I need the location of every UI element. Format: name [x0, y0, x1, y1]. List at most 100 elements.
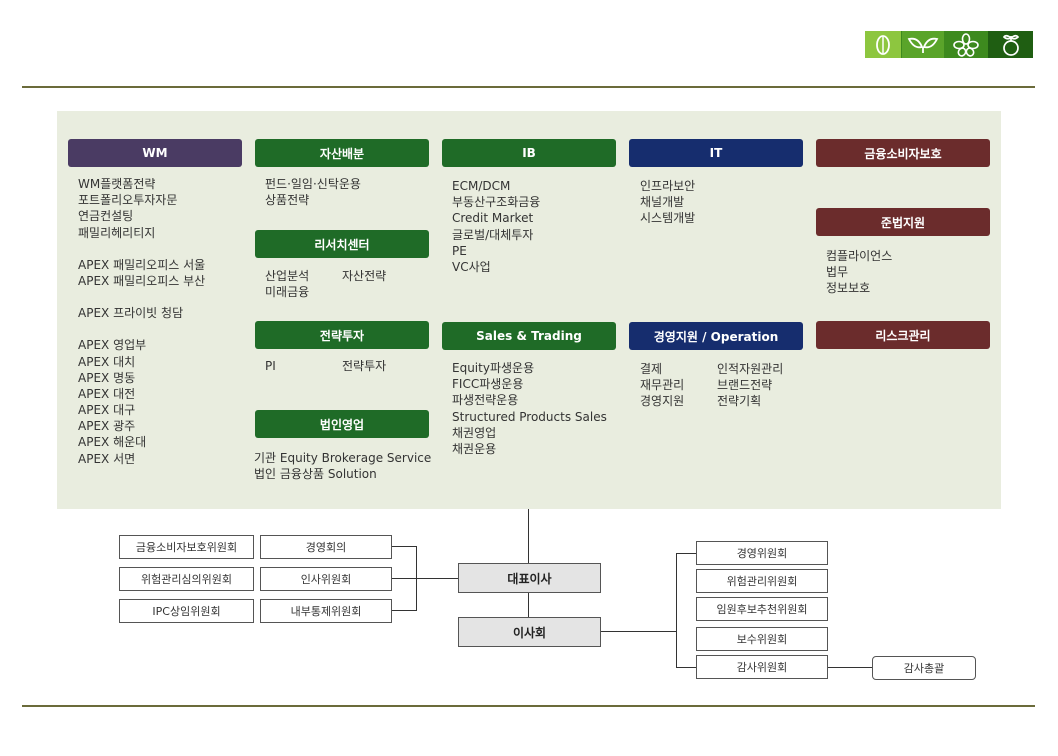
- list-item: APEX 서면: [78, 451, 136, 466]
- list-item: 경영지원: [640, 394, 685, 409]
- list-item: WM플랫폼전략: [78, 177, 156, 191]
- list-item: 채권운용: [452, 441, 497, 456]
- list-item: PE: [452, 243, 467, 258]
- list-item: 인프라보안: [640, 179, 696, 193]
- list-item: 패밀리헤리티지: [78, 225, 156, 240]
- audit-head-box: 감사총괄: [872, 656, 976, 680]
- list-item: 시스템개발: [640, 211, 696, 226]
- list-item: PI: [265, 359, 276, 373]
- list-item: 전략기획: [717, 394, 762, 409]
- list-item: 재무관리: [640, 378, 685, 393]
- wm-header: WM: [68, 139, 242, 167]
- sales-trading-header: Sales & Trading: [442, 322, 616, 350]
- connector-line: [392, 546, 417, 547]
- fruit-icon: [988, 31, 1033, 58]
- list-item: 채권영업: [452, 425, 497, 440]
- brand-logo: [865, 31, 1033, 58]
- committee-box: 인사위원회: [260, 567, 392, 591]
- list-item: 자산전략: [342, 269, 387, 283]
- list-item: 채널개발: [640, 195, 685, 210]
- research-items: 산업분석 자산전략 미래금융: [265, 268, 386, 300]
- ib-items: ECM/DCM 부동산구조화금융 Credit Market 글로벌/대체투자 …: [452, 178, 540, 275]
- list-item: FICC파생운용: [452, 377, 524, 392]
- list-item: Credit Market: [452, 211, 534, 226]
- seed-icon: [865, 31, 901, 58]
- list-item: 부동산구조화금융: [452, 195, 541, 210]
- connector-line: [676, 553, 677, 667]
- list-item: 파생전략운용: [452, 393, 519, 408]
- wm-items: WM플랫폼전략 포트폴리오투자자문 연금컨설팅 패밀리헤리티지 APEX 패밀리…: [78, 176, 205, 467]
- operation-items: 결제 인적자원관리 재무관리 브랜드전략 경영지원 전략기획: [640, 361, 783, 410]
- list-item: APEX 해운대: [78, 435, 147, 450]
- asset-allocation-items: 펀드·일임·신탁운용 상품전략: [265, 176, 361, 208]
- committee-box: IPC상임위원회: [119, 599, 254, 623]
- connector-line: [392, 610, 417, 611]
- list-item: APEX 패밀리오피스 부산: [78, 273, 206, 288]
- top-rule: [22, 86, 1035, 88]
- flower-icon: [945, 31, 987, 58]
- committee-box: 내부통제위원회: [260, 599, 392, 623]
- connector-line: [601, 631, 677, 632]
- list-item: 정보보호: [826, 281, 871, 296]
- corporate-sales-header: 법인영업: [255, 410, 429, 438]
- committee-box: 위험관리심의위원회: [119, 567, 254, 591]
- list-item: 법무: [826, 265, 849, 280]
- list-item: 미래금융: [265, 285, 310, 300]
- list-item: APEX 프라이빗 청담: [78, 306, 184, 321]
- list-item: Equity파생운용: [452, 361, 535, 375]
- corporate-sales-items: 기관 Equity Brokerage Service 법인 금융상품 Solu…: [254, 450, 431, 482]
- sales-trading-items: Equity파생운용 FICC파생운용 파생전략운용 Structured Pr…: [452, 360, 607, 457]
- list-item: 인적자원관리: [717, 362, 784, 376]
- bottom-rule: [22, 705, 1035, 707]
- list-item: 산업분석: [265, 269, 310, 283]
- list-item: VC사업: [452, 259, 491, 274]
- board-committee-box: 위험관리위원회: [696, 569, 828, 593]
- list-item: 펀드·일임·신탁운용: [265, 177, 361, 191]
- asset-allocation-header: 자산배분: [255, 139, 429, 167]
- sprout-icon: [902, 31, 944, 58]
- committee-box: 금융소비자보호위원회: [119, 535, 254, 559]
- list-item: 글로벌/대체투자: [452, 227, 534, 242]
- risk-header: 리스크관리: [816, 321, 990, 349]
- list-item: APEX 영업부: [78, 338, 147, 353]
- list-item: Structured Products Sales: [452, 409, 607, 424]
- ib-header: IB: [442, 139, 616, 167]
- board-box: 이사회: [458, 617, 601, 647]
- list-item: ECM/DCM: [452, 179, 511, 193]
- list-item: 법인 금융상품 Solution: [254, 467, 377, 482]
- list-item: 포트폴리오투자자문: [78, 193, 178, 208]
- connector-line: [676, 553, 696, 554]
- list-item: 상품전략: [265, 193, 310, 208]
- list-item: 컴플라이언스: [826, 249, 893, 263]
- board-committee-box: 경영위원회: [696, 541, 828, 565]
- ceo-box: 대표이사: [458, 563, 601, 593]
- connector-line: [528, 509, 529, 563]
- it-header: IT: [629, 139, 803, 167]
- connector-line: [828, 667, 872, 668]
- connector-line: [528, 593, 529, 617]
- list-item: APEX 광주: [78, 419, 136, 434]
- list-item: APEX 명동: [78, 370, 136, 385]
- research-header: 리서치센터: [255, 230, 429, 258]
- board-committee-box: 임원후보추천위원회: [696, 597, 828, 621]
- org-panel: [57, 111, 1001, 509]
- list-item: 브랜드전략: [717, 378, 773, 393]
- list-item: 결제: [640, 362, 663, 376]
- committee-box: 경영회의: [260, 535, 392, 559]
- list-item: 연금컨설팅: [78, 209, 134, 224]
- operation-header: 경영지원 / Operation: [629, 322, 803, 350]
- list-item: APEX 대치: [78, 354, 136, 369]
- strategic-investment-items: PI 전략투자: [265, 358, 386, 374]
- strategic-investment-header: 전략투자: [255, 321, 429, 349]
- consumer-protection-header: 금융소비자보호: [816, 139, 990, 167]
- compliance-items: 컴플라이언스 법무 정보보호: [826, 248, 892, 297]
- list-item: 기관 Equity Brokerage Service: [254, 451, 432, 465]
- connector-line: [392, 578, 459, 579]
- board-committee-box: 감사위원회: [696, 655, 828, 679]
- list-item: APEX 패밀리오피스 서울: [78, 257, 206, 272]
- compliance-header: 준법지원: [816, 208, 990, 236]
- list-item: 전략투자: [342, 359, 387, 373]
- it-items: 인프라보안 채널개발 시스템개발: [640, 178, 695, 227]
- list-item: APEX 대전: [78, 386, 136, 401]
- list-item: APEX 대구: [78, 403, 136, 418]
